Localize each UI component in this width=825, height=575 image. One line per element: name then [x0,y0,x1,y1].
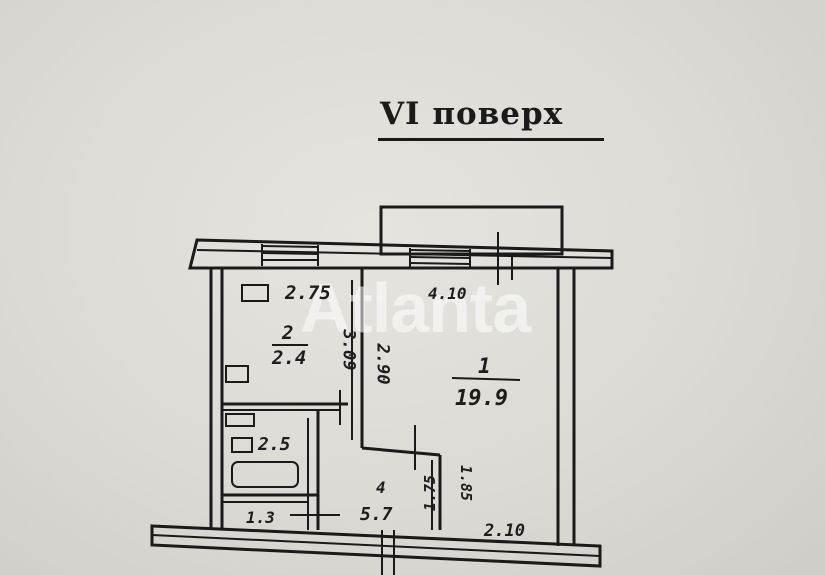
window-right [409,248,471,268]
hall-top-wall [361,446,441,457]
bottom-exterior-wall [150,524,602,568]
room2-area: 2.4 [272,347,307,369]
stove [241,284,269,302]
bath-area: 2.5 [258,434,291,455]
room1-number: 1 [478,354,491,378]
floor-title-underline [378,138,604,141]
dim-top-left: 2.75 [285,282,331,304]
floor-title: VI поверх [380,96,564,132]
balcony [379,205,564,256]
top-exterior-wall [188,238,614,270]
dim-bottom-right: 2.10 [484,521,525,541]
toilet-bowl [231,437,253,453]
toilet-area: 1.3 [246,508,275,527]
sink-unit [225,365,249,383]
dim-hall-height: 1.75 [421,474,440,512]
hall-number: 4 [376,478,386,497]
dim-room2-height: 3.09 [338,329,359,371]
hall-area: 5.7 [360,504,393,525]
bathtub [231,461,299,488]
room1-area: 19.9 [455,386,508,411]
watermark-logo: Atlanta [300,269,531,347]
room2-number: 2 [282,322,294,344]
washbasin [225,413,255,427]
dim-room1-left-height: 2.90 [372,343,393,385]
dim-top-right: 4.10 [428,284,467,303]
window-left [261,244,319,266]
dim-room1-right-height: 1.85 [457,464,476,502]
